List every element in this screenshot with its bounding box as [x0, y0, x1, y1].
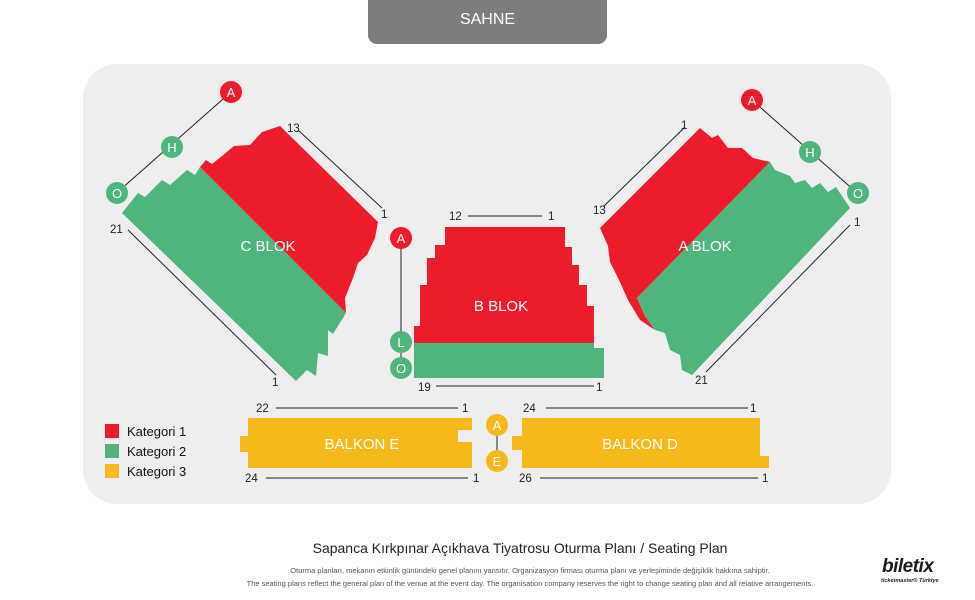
legend-item-kategori-2: Kategori 2	[105, 441, 186, 461]
b-blok-row-o: O	[396, 361, 406, 376]
c-blok[interactable]: C BLOK	[122, 126, 378, 381]
balkon-e-front-end: 1	[462, 403, 468, 415]
a-blok-front-start: 1	[681, 120, 687, 132]
note-english: The seating plans reflect the general pl…	[246, 579, 814, 588]
c-blok-back-end: 1	[272, 377, 278, 389]
ticketmaster-tagline: ticketmaster® Türkiye	[881, 578, 939, 584]
stage-label: SAHNE	[368, 0, 607, 44]
c-blok-kategori-1[interactable]	[200, 126, 378, 313]
b-blok-kategori-1[interactable]	[414, 227, 594, 343]
balkon-d-back-end: 1	[762, 473, 768, 485]
c-blok-kategori-2[interactable]	[122, 167, 346, 381]
c-blok-row-h: H	[167, 140, 176, 155]
balkon-e[interactable]: BALKON E	[240, 418, 472, 468]
a-blok-kategori-1[interactable]	[600, 128, 770, 330]
c-blok-back-start: 21	[110, 224, 123, 236]
b-blok-front-start: 12	[449, 211, 462, 223]
legend-label: Kategori 2	[127, 443, 187, 459]
note-turkish: Oturma planları, mekanın etkinlik gününd…	[290, 566, 770, 575]
c-blok-row-o: O	[112, 186, 122, 201]
a-blok-back-start: 1	[854, 217, 860, 229]
legend-label: Kategori 3	[127, 463, 187, 479]
a-blok-kategori-2[interactable]	[637, 162, 850, 375]
balkon-e-front-start: 22	[256, 403, 269, 415]
legend-label: Kategori 1	[127, 423, 187, 439]
legend-swatch	[105, 444, 119, 458]
c-blok-row-a: A	[227, 85, 236, 100]
b-blok-back-start: 19	[418, 382, 431, 394]
legend-swatch	[105, 464, 119, 478]
balkon-d-back-start: 26	[519, 473, 532, 485]
a-blok-back-end: 21	[695, 375, 708, 387]
legend-item-kategori-3: Kategori 3	[105, 461, 186, 481]
balkon-e-label: BALKON E	[324, 436, 399, 453]
c-blok-front-end: 1	[381, 209, 387, 221]
seat-numbers: 13 1 21 1 12 1 19 1 1 13 1 21 22 1 24 1 …	[110, 120, 860, 485]
b-blok-label: B BLOK	[474, 298, 528, 315]
a-blok-front-end: 13	[593, 205, 606, 217]
b-blok-front-end: 1	[548, 211, 554, 223]
balkon-e-back-start: 24	[245, 473, 258, 485]
c-blok-front-start: 13	[287, 123, 300, 135]
balkon-d-front-end: 1	[750, 403, 756, 415]
row-markers: A H O A L O A H O A E	[106, 81, 869, 472]
a-blok-row-h: H	[805, 145, 814, 160]
legend: Kategori 1 Kategori 2 Kategori 3	[105, 421, 186, 481]
a-blok-row-o: O	[853, 186, 863, 201]
balkon-row-e: E	[493, 454, 502, 469]
b-blok[interactable]: B BLOK	[414, 227, 604, 378]
a-blok[interactable]: A BLOK	[600, 128, 850, 375]
legend-swatch	[105, 424, 119, 438]
b-blok-kategori-2[interactable]	[414, 343, 604, 378]
balkon-d[interactable]: BALKON D	[512, 418, 769, 468]
plan-title: Sapanca Kırkpınar Açıkhava Tiyatrosu Otu…	[312, 540, 728, 556]
balkon-e-kategori-3[interactable]	[240, 418, 472, 468]
balkon-row-a: A	[493, 418, 502, 433]
balkon-e-back-end: 1	[473, 473, 479, 485]
balkon-d-label: BALKON D	[602, 436, 678, 453]
biletix-logo: biletix	[882, 556, 934, 577]
a-blok-row-a: A	[748, 93, 757, 108]
balkon-d-front-start: 24	[523, 403, 536, 415]
b-blok-row-l: L	[397, 335, 404, 350]
legend-item-kategori-1: Kategori 1	[105, 421, 186, 441]
c-blok-label: C BLOK	[240, 238, 295, 255]
a-blok-label: A BLOK	[678, 238, 731, 255]
b-blok-back-end: 1	[596, 382, 602, 394]
b-blok-row-a: A	[397, 231, 406, 246]
balkon-d-kategori-3[interactable]	[512, 418, 769, 468]
